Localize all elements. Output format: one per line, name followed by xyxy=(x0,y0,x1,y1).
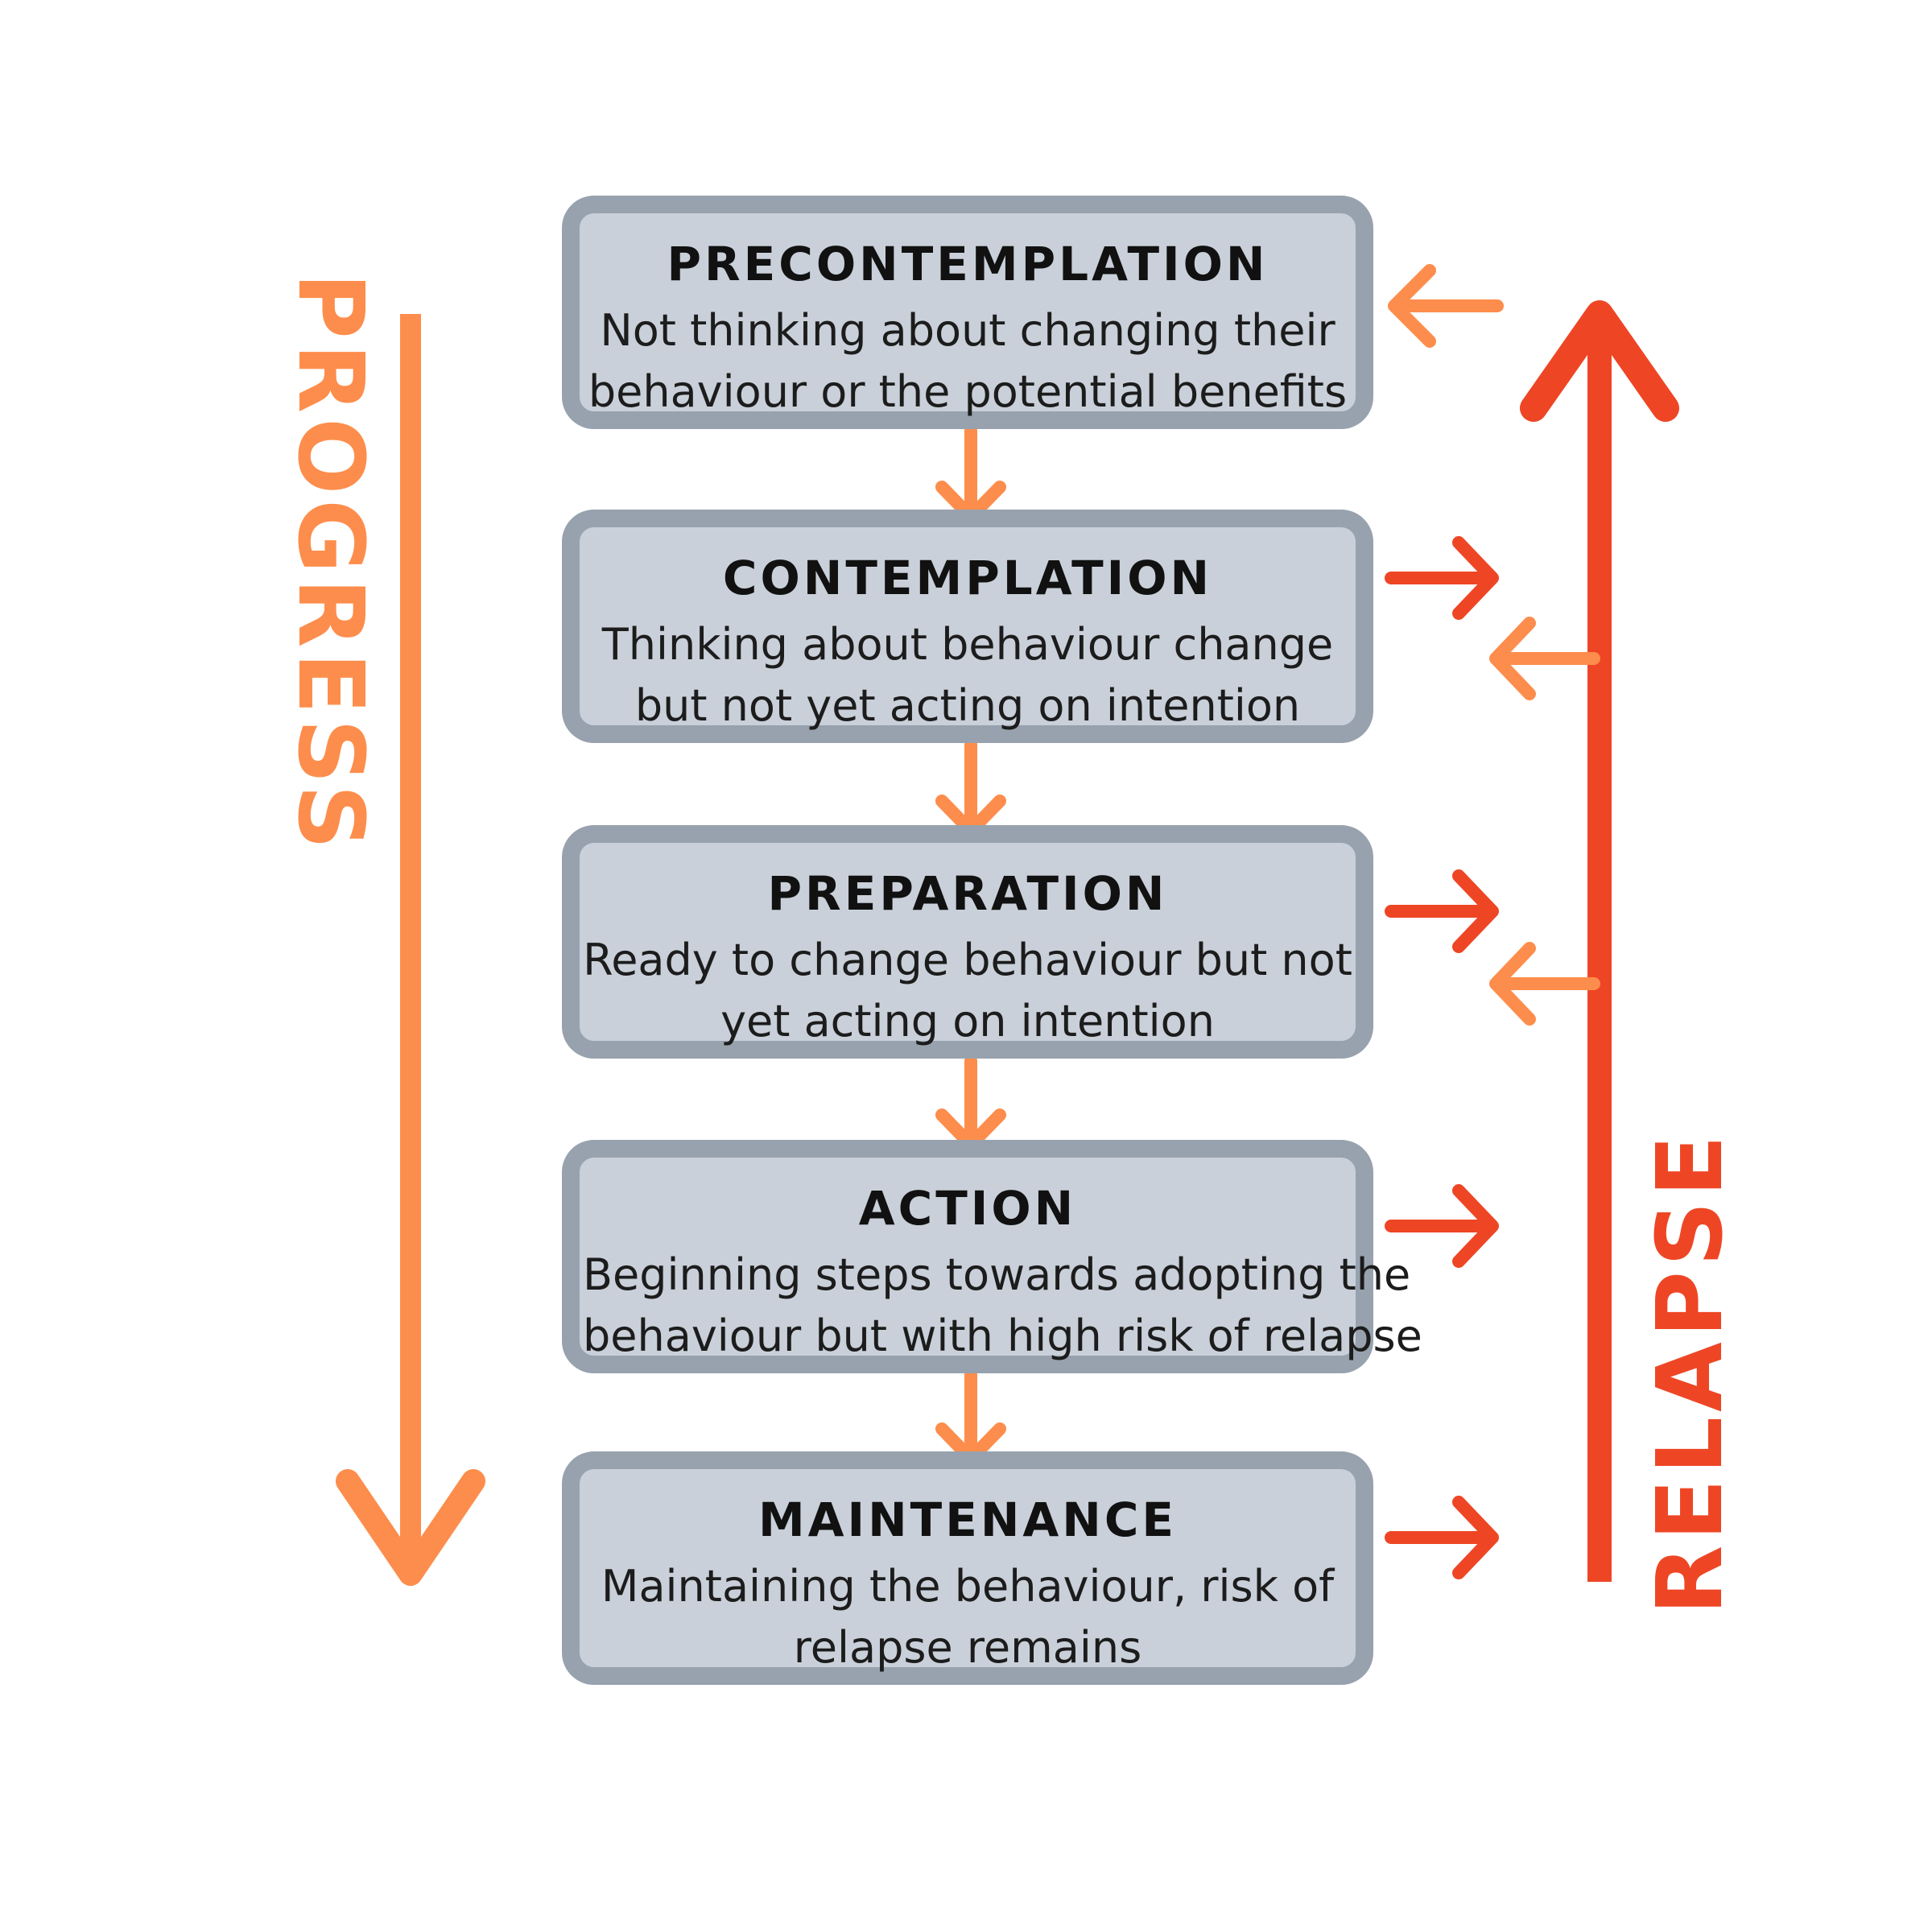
stage-action: ACTION Beginning steps towards adopting … xyxy=(562,1140,1422,1373)
stage-description: Not thinking about changing their behavi… xyxy=(580,300,1356,423)
progress-arrow xyxy=(336,314,485,1586)
relapse-label: RELAPSE xyxy=(1638,1129,1743,1616)
down-arrow-3 xyxy=(935,1055,1006,1151)
relapse-out-arrows xyxy=(1385,536,1499,1579)
stage-description: Ready to change behaviour but not yet ac… xyxy=(580,930,1356,1052)
relapse-return-arrows xyxy=(1388,264,1600,1026)
return-arrow-preparation xyxy=(1489,942,1600,1026)
stage-description-line: Beginning steps towards adopting the xyxy=(583,1249,1411,1300)
stage-preparation: PREPARATION Ready to change behaviour bu… xyxy=(562,825,1373,1059)
out-arrow-maintenance xyxy=(1385,1496,1499,1579)
down-arrow-2 xyxy=(935,738,1006,837)
out-arrow-contemplation xyxy=(1385,536,1499,620)
stage-title: CONTEMPLATION xyxy=(722,551,1213,605)
stage-description-line: yet acting on intention xyxy=(720,996,1215,1046)
stage-description-line: Maintaining the behaviour, risk of xyxy=(601,1561,1335,1612)
stage-title: PREPARATION xyxy=(767,866,1168,921)
relapse-arrow xyxy=(1520,300,1679,1582)
stage-title: ACTION xyxy=(858,1181,1077,1236)
stage-description-line: behaviour or the potential benefits xyxy=(588,366,1348,417)
down-arrow-4 xyxy=(935,1368,1006,1465)
stage-description-line: Thinking about behaviour change xyxy=(601,619,1334,670)
down-arrow-1 xyxy=(935,424,1006,523)
progress-label: PROGRESS xyxy=(278,272,382,855)
stage-description-line: behaviour but with high risk of relapse xyxy=(583,1311,1422,1361)
return-arrow-precontemplation xyxy=(1388,264,1504,348)
stage-title: MAINTENANCE xyxy=(758,1492,1178,1547)
stage-precontemplation: PRECONTEMPLATION Not thinking about chan… xyxy=(562,196,1373,429)
stage-description: Thinking about behaviour change but not … xyxy=(580,614,1356,737)
stage-description-line: Ready to change behaviour but not xyxy=(583,935,1352,985)
stage-description: Maintaining the behaviour, risk of relap… xyxy=(580,1556,1356,1678)
stage-maintenance: MAINTENANCE Maintaining the behaviour, r… xyxy=(562,1451,1373,1685)
stage-contemplation: CONTEMPLATION Thinking about behaviour c… xyxy=(562,510,1373,743)
stage-title: PRECONTEMPLATION xyxy=(667,237,1269,291)
stage-description: Beginning steps towards adopting the beh… xyxy=(580,1245,1422,1367)
stage-description-line: Not thinking about changing their xyxy=(600,305,1335,356)
out-arrow-action xyxy=(1385,1184,1499,1268)
stage-description-line: relapse remains xyxy=(793,1622,1142,1673)
out-arrow-preparation xyxy=(1385,869,1499,953)
return-arrow-contemplation xyxy=(1489,617,1600,700)
stage-description-line: but not yet acting on intention xyxy=(634,680,1301,731)
